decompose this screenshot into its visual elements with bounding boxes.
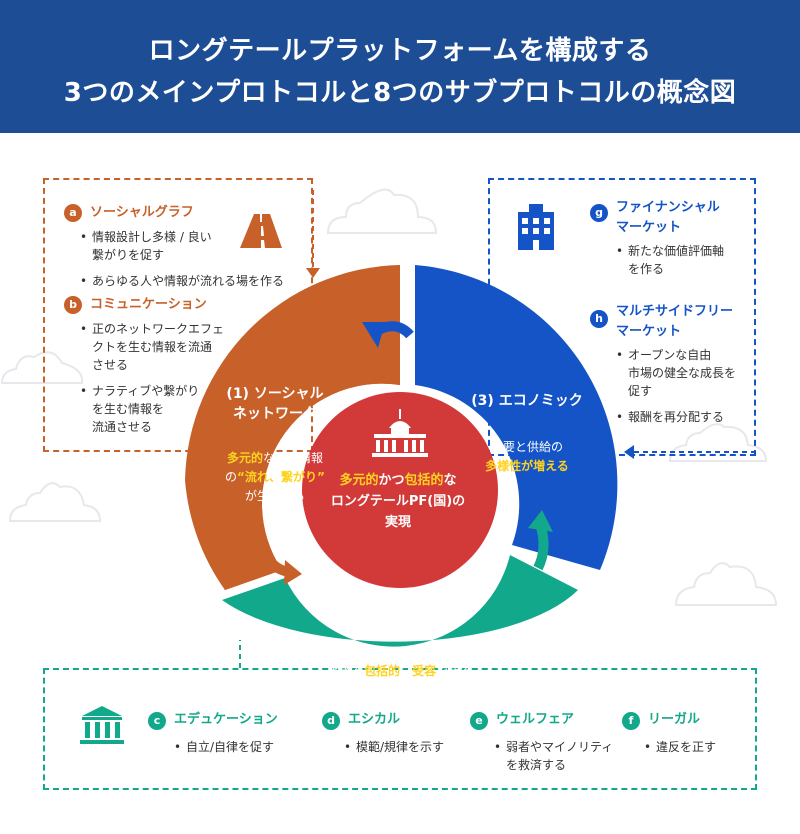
highlight-text: 包括的 [404, 473, 444, 488]
segment-governance-text: (2) ガバナンス 他者を包括的に受容できる 空気感が醸成される [300, 596, 500, 719]
title-ethical: エシカル [348, 712, 401, 727]
center-text: 多元的かつ包括的な ロングテールPF(国)の 実現 [308, 470, 488, 533]
center-text-part: 実現 [384, 515, 411, 530]
bullet-item: オープンな自由 市場の健全な成長を 促す [616, 346, 752, 400]
title-communication: コミュニケーション [90, 297, 207, 312]
bullets-legal: 違反を正す [644, 738, 744, 764]
cloud-icon [326, 188, 438, 234]
badge-h: h [590, 310, 608, 328]
bullet-item: 正のネットワークエフェ クトを生む情報を流通 させる [80, 320, 240, 374]
header-title-line1: ロングテールプラットフォームを構成する [148, 36, 652, 66]
cloud-icon [8, 482, 102, 522]
badge-b: b [64, 296, 82, 314]
highlight-text: 受容 [412, 664, 437, 678]
body-text: 他者を [328, 664, 365, 678]
body-text: 空気感が醸成される [345, 683, 454, 697]
title-education: エデュケーション [174, 712, 278, 727]
highlight-text: 包括的 [364, 664, 401, 678]
segment-social-title: (1) ソーシャル ネットワーク [226, 386, 324, 422]
cloud-icon [674, 562, 778, 606]
segment-economic-text: (3) エコノミック 需要と供給の 多様性が増える [452, 372, 602, 495]
highlight-text: 多様性が増える [485, 459, 569, 473]
title-welfare: ウェルフェア [496, 712, 575, 727]
bullet-item: 弱者やマイノリティ を救済する [494, 738, 624, 774]
connector-left-arrowhead [306, 268, 320, 278]
body-text: が生まれる [244, 489, 305, 503]
highlight-text: 多元的 [226, 451, 263, 465]
center-text-part: な [443, 473, 457, 488]
bullets-ethical: 模範/規律を示す [344, 738, 474, 764]
segment-economic-title: (3) エコノミック [471, 393, 583, 409]
arrow-economic-from-governance-head [528, 510, 553, 532]
badge-d: d [322, 712, 340, 730]
highlight-text: 多元的 [339, 473, 379, 488]
highlight-text: “流れ、繋がり” [237, 470, 325, 484]
badge-g: g [590, 204, 608, 222]
segment-governance-body: 他者を包括的に受容できる 空気感が醸成される [300, 662, 500, 700]
bullet-item: 新たな価値評価軸 を作る [616, 242, 746, 278]
segment-economic [415, 265, 618, 570]
segment-governance-title: (2) ガバナンス [351, 617, 449, 633]
bullets-education: 自立/自律を促す [174, 738, 304, 764]
badge-a: a [64, 204, 82, 222]
institution-columns-icon [80, 706, 124, 744]
header-banner: ロングテールプラットフォームを構成する 3つのメインプロトコルと8つのサブプロト… [0, 0, 800, 133]
bullet-item: 違反を正す [644, 738, 744, 756]
bullet-item: 報酬を再分配する [616, 408, 752, 426]
body-text: の [225, 470, 238, 484]
arrow-economic-from-governance [533, 522, 549, 571]
body-text: に [400, 664, 413, 678]
title-financial-market: ファイナンシャル マーケット [616, 200, 720, 235]
cloud-icon [668, 423, 768, 462]
bullets-welfare: 弱者やマイノリティ を救済する [494, 738, 624, 782]
segment-social-text: (1) ソーシャル ネットワーク 多元的な人と情報 の“流れ、繋がり” が生まれ… [205, 365, 345, 525]
bullets-communication: 正のネットワークエフェ クトを生む情報を流通 させる ナラティブや繋がり を生む… [80, 320, 240, 444]
title-social-graph: ソーシャルグラフ [90, 205, 194, 220]
bank-building-icon [518, 204, 554, 250]
body-text: な人と情報 [263, 451, 324, 465]
bullets-multiside-market: オープンな自由 市場の健全な成長を 促す 報酬を再分配する [616, 346, 752, 434]
parliament-building-icon [372, 409, 428, 457]
center-text-part: かつ [378, 473, 405, 488]
arrow-social-to-economic-head [362, 322, 385, 348]
bullet-item: 自立/自律を促す [174, 738, 304, 756]
badge-e: e [470, 712, 488, 730]
badge-f: f [622, 712, 640, 730]
bullets-social-graph: 情報設計し多様 / 良い 繋がりを促す あらゆる人や情報が流れる場を作る [80, 228, 300, 298]
arrow-governance-from-social-head [284, 560, 302, 585]
title-multiside-market: マルチサイドフリー マーケット [616, 304, 734, 339]
connector-right-arrowhead [624, 445, 634, 459]
segment-governance [222, 555, 578, 647]
title-legal: リーガル [648, 712, 701, 727]
segment-economic-body: 需要と供給の 多様性が増える [452, 438, 602, 476]
segment-social-body: 多元的な人と情報 の“流れ、繋がり” が生まれる [205, 449, 345, 506]
center-circle [302, 392, 498, 588]
bullet-item: 模範/規律を示す [344, 738, 474, 756]
bullet-item: 情報設計し多様 / 良い 繋がりを促す [80, 228, 300, 264]
bottom-panel [43, 668, 757, 790]
badge-c: c [148, 712, 166, 730]
center-text-part: ロングテールPF(国)の [330, 494, 466, 509]
bullet-item: ナラティブや繋がり を生む情報を 流通させる [80, 382, 240, 436]
body-text: できる [436, 664, 472, 678]
bullets-financial-market: 新たな価値評価軸 を作る [616, 242, 746, 286]
header-title-line2: 3つのメインプロトコルと8つのサブプロトコルの概念図 [63, 78, 737, 108]
bullet-item: あらゆる人や情報が流れる場を作る [80, 272, 300, 290]
body-text: 需要と供給の [490, 440, 563, 454]
